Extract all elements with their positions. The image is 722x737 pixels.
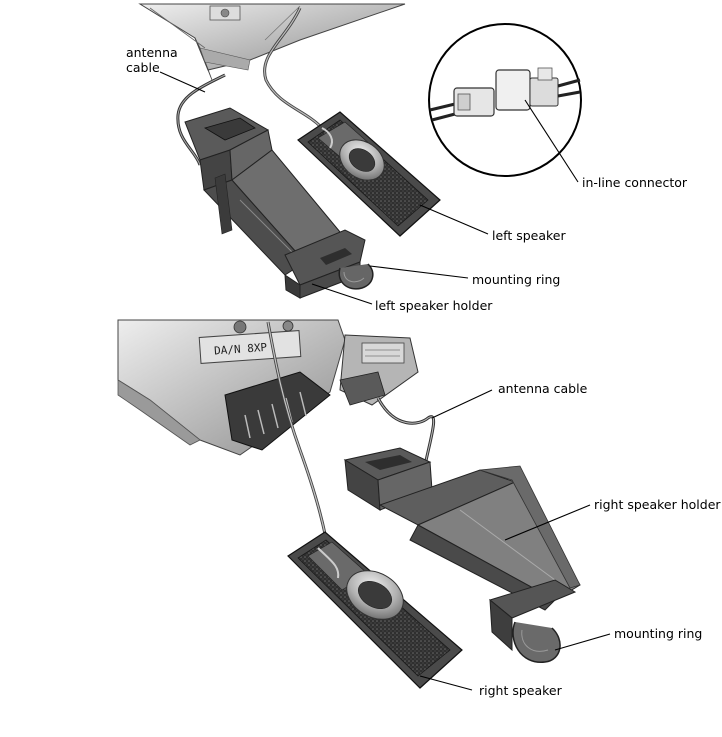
callout-right-speaker-holder: right speaker holder xyxy=(594,497,721,512)
part-marking: DA/N 8XP xyxy=(214,341,268,358)
bottom-assembly: DA/N 8XP xyxy=(117,319,611,691)
mounting-ring-bottom xyxy=(512,621,561,663)
leader-lines-top xyxy=(159,71,579,305)
right-speaker-holder xyxy=(343,447,581,652)
leader-lines-bottom xyxy=(419,389,611,691)
top-assembly xyxy=(138,3,582,305)
callout-left-speaker: left speaker xyxy=(492,228,566,243)
callout-right-speaker: right speaker xyxy=(479,683,562,698)
right-speaker xyxy=(287,531,463,689)
in-line-connector-inset xyxy=(428,23,582,177)
mounting-ring-top xyxy=(338,263,374,290)
hinge-bracket xyxy=(138,3,406,81)
callout-antenna-cable-bottom: antenna cable xyxy=(498,381,588,396)
callout-left-speaker-holder: left speaker holder xyxy=(375,298,493,313)
left-speaker xyxy=(297,111,441,237)
chassis-board: DA/N 8XP xyxy=(117,319,419,456)
callout-mounting-ring-bottom: mounting ring xyxy=(614,626,703,641)
callout-in-line-connector: in-line connector xyxy=(582,175,688,190)
callout-antenna-cable-top: antenna cable xyxy=(126,45,178,75)
callout-mounting-ring-top: mounting ring xyxy=(472,272,561,287)
